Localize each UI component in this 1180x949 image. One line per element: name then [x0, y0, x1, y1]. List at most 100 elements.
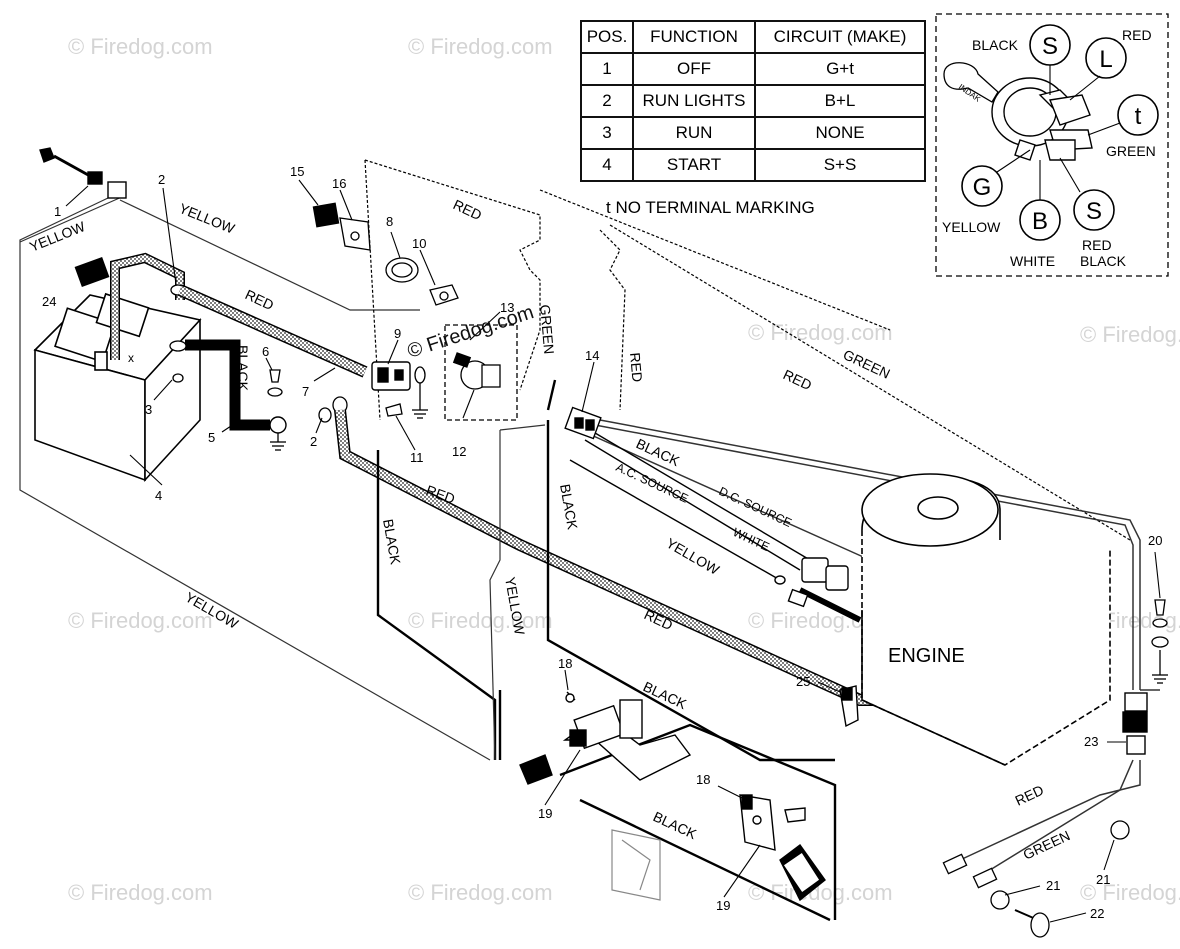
wire-label-red: RED — [1013, 782, 1047, 809]
table-cell: START — [632, 148, 756, 182]
part-number: 19 — [538, 806, 552, 821]
part-number: 18 — [696, 772, 710, 787]
headlight-socket — [942, 820, 1130, 938]
part-number: 21 — [1096, 872, 1110, 887]
table-row: 4 START S+S — [580, 148, 926, 182]
table-cell: B+L — [754, 84, 926, 118]
switch-label-black: BLACK — [972, 37, 1019, 53]
switch-label-red: RED — [1082, 237, 1112, 253]
table-cell: S+S — [754, 148, 926, 182]
terminal-g: G — [973, 174, 992, 201]
key — [312, 202, 371, 251]
table-cell: NONE — [754, 116, 926, 150]
battery-strap — [74, 252, 185, 360]
table-row: 3 RUN NONE — [580, 116, 926, 150]
bolt — [169, 284, 348, 423]
red-cable — [177, 284, 886, 706]
nut — [385, 257, 459, 417]
part-number: 1 — [54, 204, 61, 219]
wire-label-green: GREEN — [1021, 827, 1073, 863]
wire-label-white: WHITE — [731, 525, 772, 554]
table-header-row: POS. FUNCTION CIRCUIT (MAKE) — [580, 20, 926, 54]
part-number: 9 — [394, 326, 401, 341]
terminal-l: L — [1099, 46, 1112, 73]
black-wire — [559, 723, 837, 922]
table-cell: G+t — [754, 52, 926, 86]
table-note: t NO TERMINAL MARKING — [606, 198, 815, 217]
table-row: 1 OFF G+t — [580, 52, 926, 86]
column-header: CIRCUIT (MAKE) — [754, 20, 926, 54]
wire-label-red: RED — [243, 286, 277, 313]
part-number: 2 — [310, 434, 317, 449]
part-number: 7 — [302, 384, 309, 399]
switch-label-black: BLACK — [1080, 253, 1127, 269]
table-cell: 2 — [580, 84, 634, 118]
spark-plug-boot — [839, 685, 859, 728]
table-cell: 1 — [580, 52, 634, 86]
ground-symbol — [412, 383, 428, 419]
table-cell: RUN LIGHTS — [632, 84, 756, 118]
wire-label-black: BLACK — [235, 345, 251, 392]
interlock-switch — [739, 794, 826, 902]
wire-label-black: BLACK — [557, 483, 581, 532]
part-number: 25 — [796, 674, 810, 689]
green-wire — [579, 419, 1160, 871]
svg-text:x: x — [128, 351, 134, 365]
wire-label-dc-source: D.C. SOURCE — [717, 484, 794, 530]
part-number: 22 — [1090, 906, 1104, 921]
switch-label-white: WHITE — [1010, 253, 1055, 269]
wire-label-green: GREEN — [841, 346, 893, 382]
column-header: POS. — [580, 20, 634, 54]
engine: ENGINE — [861, 473, 1111, 766]
terminal-s: S — [1042, 33, 1058, 60]
part-numbers: 1 2 2 3 4 5 6 7 8 9 10 11 12 13 14 15 16… — [42, 164, 1162, 921]
wire-connector — [1122, 692, 1148, 755]
part-number: 4 — [155, 488, 162, 503]
switch-function-table: POS. FUNCTION CIRCUIT (MAKE) 1 OFF G+t 2… — [580, 20, 926, 182]
connector — [564, 406, 602, 440]
mounting-bracket — [611, 829, 661, 901]
table-cell: 4 — [580, 148, 634, 182]
wire-label-red: RED — [781, 366, 815, 393]
terminal-s: S — [1086, 198, 1102, 225]
wire-label-green: GREEN — [537, 304, 557, 355]
black-wire — [376, 379, 835, 762]
part-number: 18 — [558, 656, 572, 671]
table-cell: RUN — [632, 116, 756, 150]
ignition-switch — [444, 324, 518, 421]
part-number: 20 — [1148, 533, 1162, 548]
part-number: 13 — [500, 300, 514, 315]
part-number: 6 — [262, 344, 269, 359]
wire-label-yellow: YELLOW — [664, 535, 723, 578]
part-number: 24 — [42, 294, 56, 309]
part-number: 3 — [145, 402, 152, 417]
column-header: FUNCTION — [632, 20, 756, 54]
leader-lines — [65, 179, 1161, 923]
part-number: 8 — [386, 214, 393, 229]
solenoid — [371, 361, 411, 391]
part-number: 2 — [158, 172, 165, 187]
yellow-wire — [489, 424, 546, 761]
table-row: 2 RUN LIGHTS B+L — [580, 84, 926, 118]
wire-label-red: RED — [627, 352, 646, 383]
terminal-b: B — [1032, 208, 1048, 235]
part-number: 10 — [412, 236, 426, 251]
harness-wires — [569, 429, 862, 623]
wire-label-black: BLACK — [380, 518, 404, 567]
ground-bolt — [1151, 599, 1169, 684]
engine-label: ENGINE — [888, 645, 965, 667]
part-number: 14 — [585, 348, 599, 363]
part-number: 16 — [332, 176, 346, 191]
table-cell: OFF — [632, 52, 756, 86]
terminal-t: t — [1135, 103, 1142, 130]
switch-label-green: GREEN — [1106, 143, 1156, 159]
wire-label-red: RED — [451, 196, 485, 223]
part-number: 15 — [290, 164, 304, 179]
part-number: 12 — [452, 444, 466, 459]
yellow-wire — [19, 195, 491, 761]
engine-connector — [774, 557, 849, 608]
part-number: 21 — [1046, 878, 1060, 893]
seat-switch — [519, 691, 692, 785]
battery: x — [33, 292, 202, 483]
table-cell: 3 — [580, 116, 634, 150]
